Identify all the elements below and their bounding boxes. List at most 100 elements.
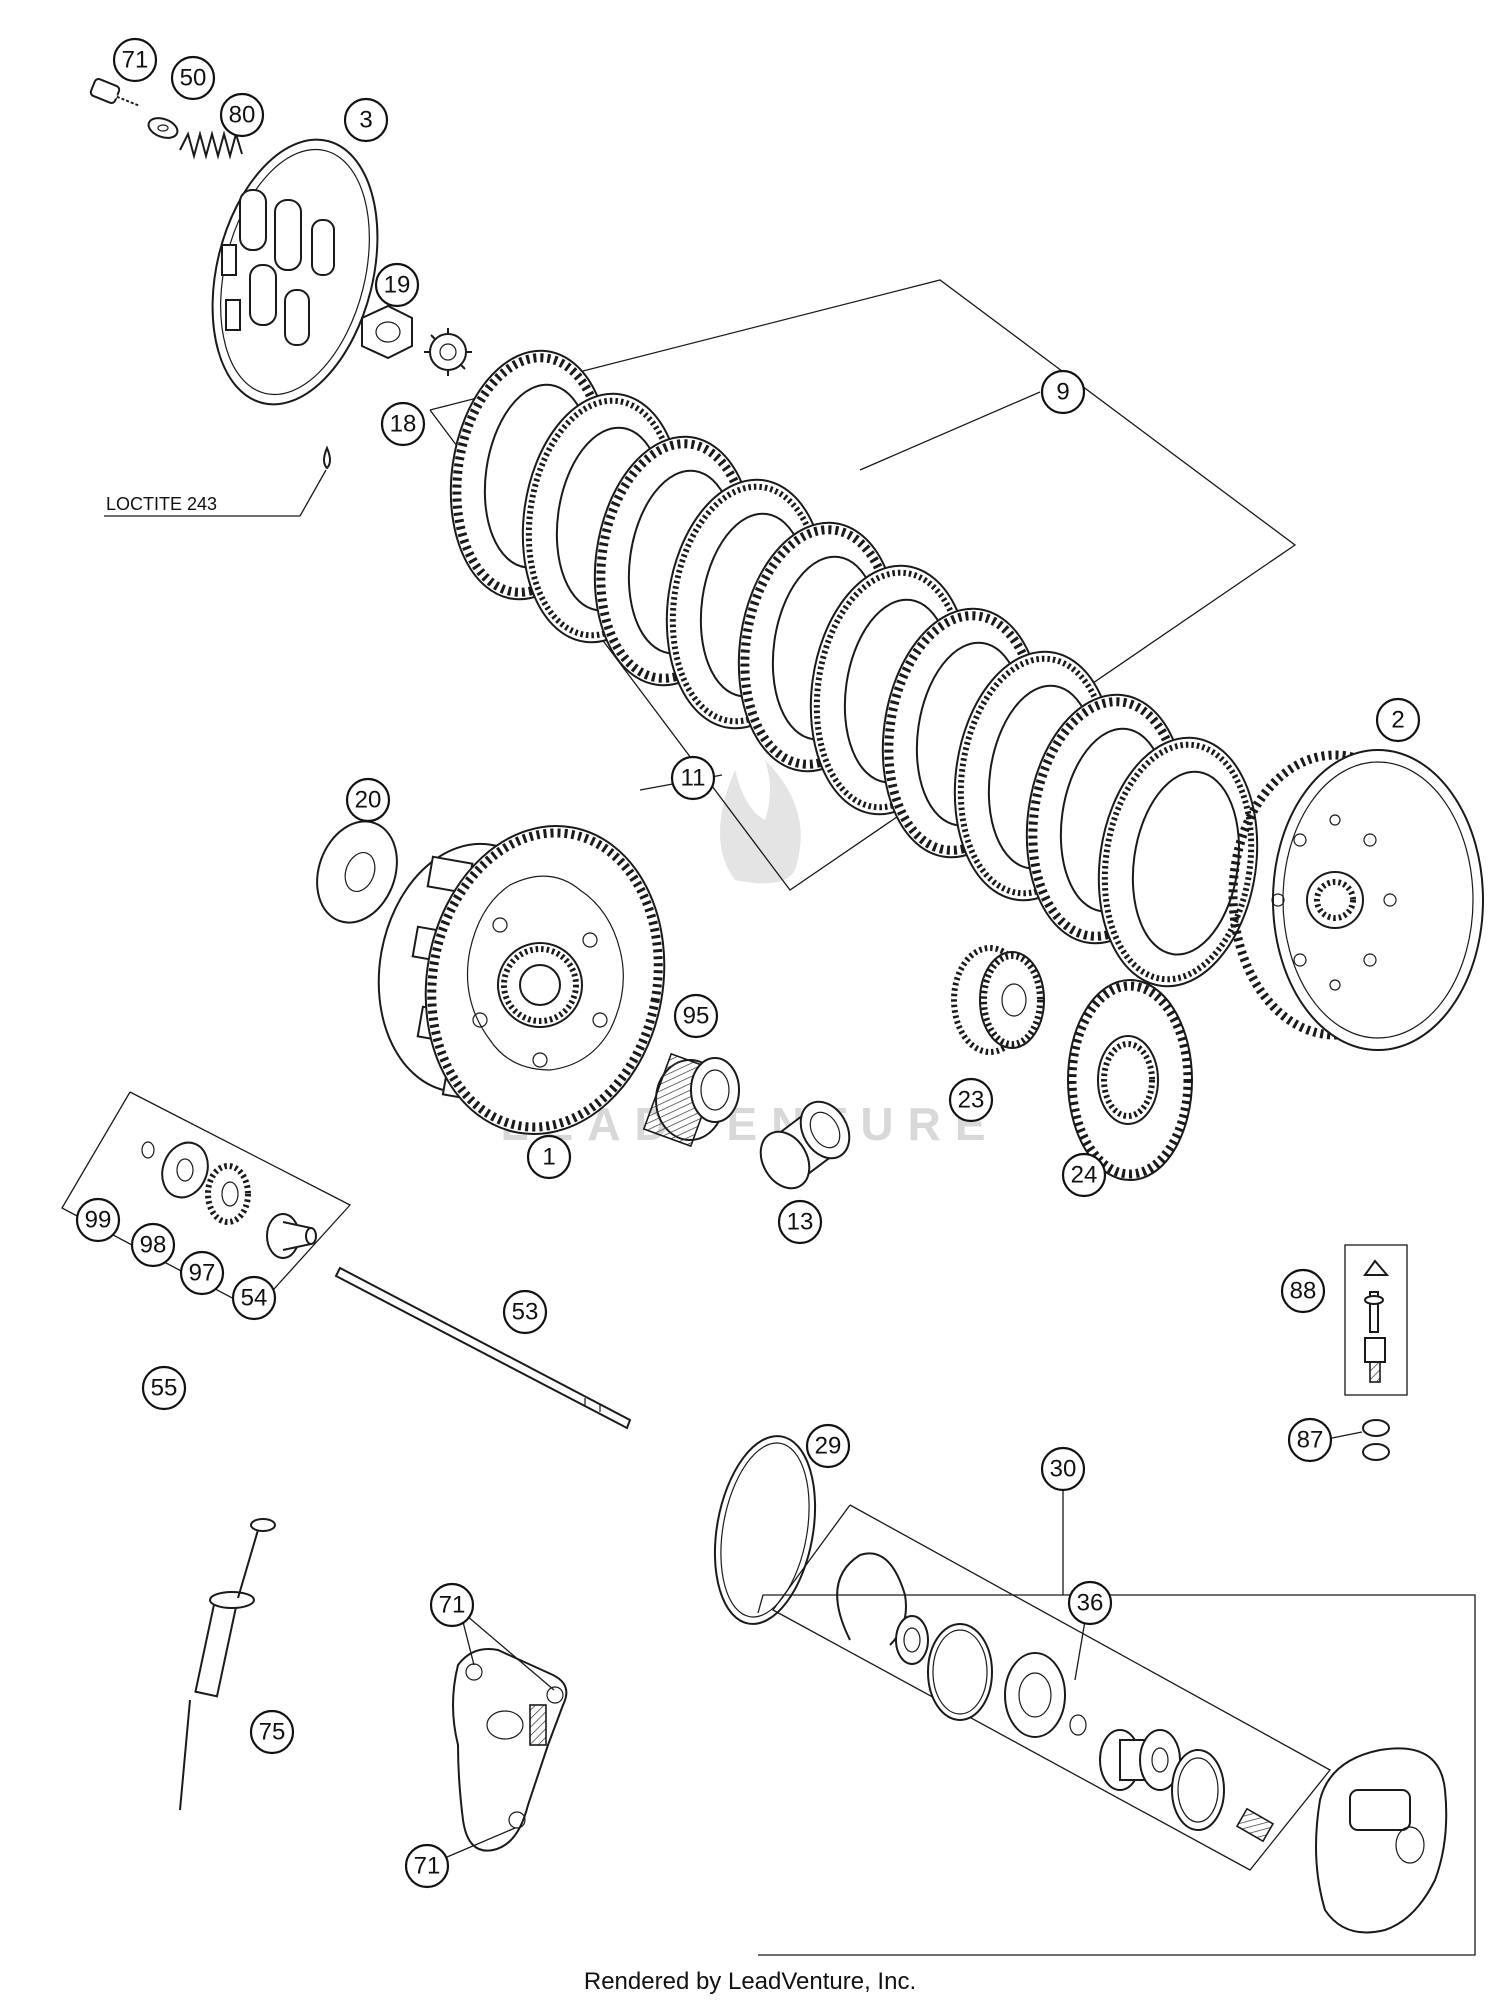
master-cylinder	[452, 1648, 568, 1852]
svg-text:23: 23	[958, 1087, 985, 1114]
bushing-13	[759, 1100, 851, 1190]
loctite-drop	[323, 445, 331, 470]
kit-pressure-piece	[266, 1213, 317, 1259]
piston-cup	[1004, 1652, 1066, 1738]
push-rod-53	[334, 1266, 632, 1430]
callout-71-bolt: 71	[112, 37, 158, 83]
svg-text:50: 50	[180, 65, 207, 92]
svg-text:54: 54	[241, 1285, 268, 1312]
callout-71-master-top: 71	[429, 1582, 475, 1628]
callout-13-bushing: 13	[777, 1199, 823, 1245]
kit-bearing	[205, 1163, 251, 1225]
callout-18-lock-washer: 18	[380, 401, 426, 447]
kit-small-ball	[141, 1141, 155, 1159]
bleed-cap	[1363, 1259, 1390, 1276]
disc-pack-frame	[429, 279, 1297, 891]
lock-washer-18	[424, 328, 472, 376]
callout-98-washer: 98	[130, 1222, 176, 1268]
render-credit: Rendered by LeadVenture, Inc.	[583, 1968, 917, 1995]
svg-text:24: 24	[1071, 1162, 1098, 1189]
svg-text:9: 9	[1056, 379, 1069, 406]
kit-washer	[161, 1141, 209, 1199]
callout-30-slave-cylinder: 30	[1040, 1446, 1086, 1492]
seal-ring-kit	[1171, 1749, 1225, 1831]
svg-text:71: 71	[439, 1592, 466, 1619]
gear-23	[951, 945, 1045, 1055]
callout-3-pressure-plate: 3	[343, 97, 389, 143]
callout-55-push-rod-kit: 55	[141, 1365, 187, 1411]
callout-9-friction-discs: 9	[1040, 369, 1086, 415]
loctite-note: LOCTITE 243	[104, 469, 327, 517]
svg-text:88: 88	[1290, 1278, 1317, 1305]
slave-cylinder-frame	[757, 1594, 1476, 1956]
bleed-kit-frame	[1344, 1244, 1408, 1396]
callout-11-steel-discs: 11	[670, 755, 716, 801]
repair-kit-frame	[772, 1504, 1331, 1871]
clutch-hub-1	[377, 824, 666, 1136]
callout-20-thrust-washer: 20	[345, 777, 391, 823]
clutch-basket-2	[1228, 749, 1484, 1051]
bolt-71-top	[89, 77, 141, 108]
thrust-washer-20	[316, 820, 398, 924]
nut-19	[361, 304, 413, 360]
svg-text:97: 97	[189, 1260, 216, 1287]
svg-text:29: 29	[815, 1433, 842, 1460]
svg-text:71: 71	[122, 47, 149, 74]
svg-text:36: 36	[1077, 1590, 1104, 1617]
clutch-discs	[449, 349, 1259, 988]
callout-2-clutch-basket: 2	[1375, 697, 1421, 743]
o-ring-kit	[927, 1623, 993, 1721]
o-ring-29	[713, 1435, 817, 1625]
callout-54-pressure-piece: 54	[231, 1275, 277, 1321]
loctite-label: LOCTITE 243	[106, 494, 217, 514]
callout-87-seal-washers: 87	[1287, 1417, 1333, 1463]
svg-text:13: 13	[787, 1209, 814, 1236]
callout-71-master-bottom: 71	[404, 1843, 450, 1889]
svg-text:11: 11	[681, 765, 706, 792]
pressure-plate-3	[211, 138, 379, 406]
clutch-disc	[1097, 736, 1259, 988]
callout-36-repair-kit: 36	[1067, 1580, 1113, 1626]
spring-kit	[1235, 1807, 1275, 1843]
callout-24-gear: 24	[1061, 1152, 1107, 1198]
piston	[1099, 1729, 1181, 1791]
callout-50-washer: 50	[170, 55, 216, 101]
callout-53-push-rod: 53	[502, 1289, 548, 1335]
ball	[1069, 1714, 1087, 1736]
bleed-screw	[1364, 1291, 1384, 1333]
svg-text:98: 98	[140, 1232, 167, 1259]
svg-text:71: 71	[414, 1853, 441, 1880]
svg-text:19: 19	[384, 272, 411, 299]
svg-text:99: 99	[85, 1207, 112, 1234]
svg-text:30: 30	[1050, 1456, 1077, 1483]
svg-text:55: 55	[151, 1375, 178, 1402]
slave-cylinder-body	[1315, 1747, 1448, 1934]
bleed-nipple	[1364, 1337, 1386, 1383]
callout-23-gear: 23	[948, 1077, 994, 1123]
spring-80	[179, 130, 243, 160]
svg-text:3: 3	[359, 107, 372, 134]
circlip	[836, 1552, 907, 1646]
gear-24	[1067, 979, 1193, 1181]
callout-99-ball: 99	[75, 1197, 121, 1243]
svg-text:95: 95	[683, 1003, 710, 1030]
seal-small	[895, 1615, 929, 1665]
svg-text:20: 20	[355, 787, 382, 814]
svg-text:80: 80	[229, 102, 256, 129]
svg-text:1: 1	[542, 1144, 555, 1171]
svg-text:18: 18	[390, 411, 417, 438]
callout-layer: 71 50 80 3 19 18 9 11 2 20 95 1 13 23 24…	[75, 37, 1421, 1889]
callout-95-needle-bearing: 95	[673, 993, 719, 1039]
svg-text:2: 2	[1391, 707, 1404, 734]
callout-80-spring: 80	[219, 92, 265, 138]
grease-syringe-75	[179, 1518, 276, 1811]
callout-88-bleed-valve: 88	[1280, 1268, 1326, 1314]
callout-19-nut: 19	[374, 262, 420, 308]
svg-text:75: 75	[259, 1719, 286, 1746]
callout-29-o-ring: 29	[805, 1423, 851, 1469]
callout-1-clutch-hub: 1	[526, 1134, 572, 1180]
svg-text:53: 53	[512, 1299, 539, 1326]
seal-washers-87	[1362, 1419, 1390, 1461]
